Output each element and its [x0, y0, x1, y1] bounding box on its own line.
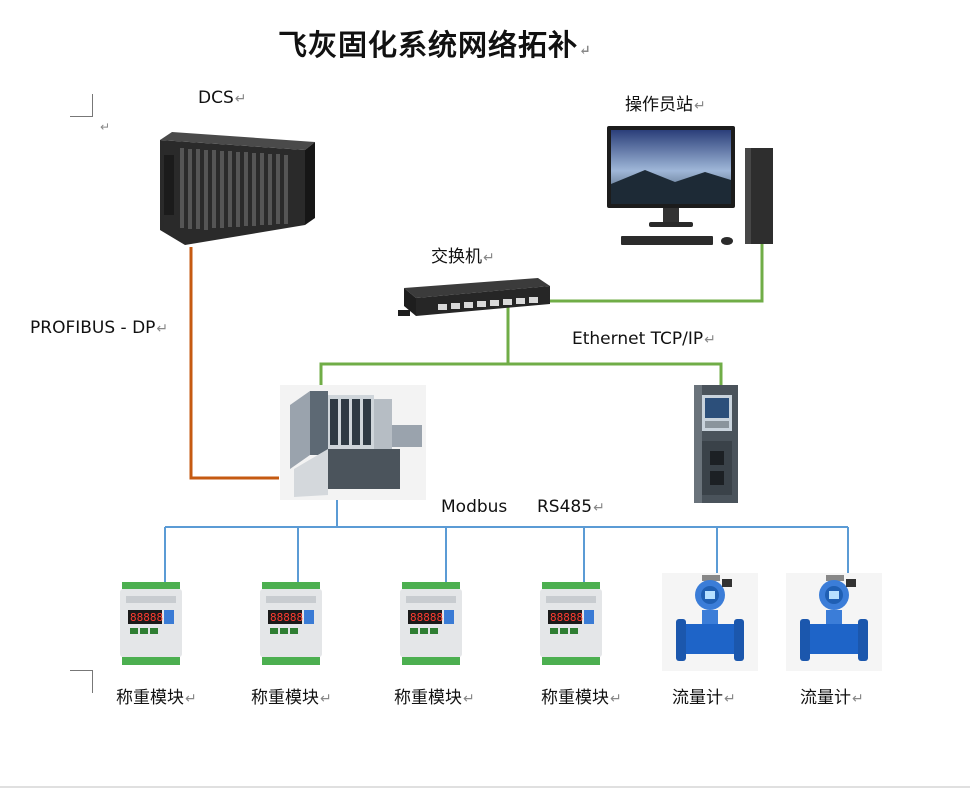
weighing-module-label: 称重模块↵ [541, 688, 622, 708]
weighing-module-icon: 88888 [538, 582, 604, 666]
profibus-label: PROFIBUS - DP↵ [30, 318, 169, 338]
rs485-label: RS485↵ [537, 497, 605, 517]
ethernet-line-pc [545, 228, 764, 303]
modbus-label: Modbus [441, 497, 508, 517]
svg-text:88888: 88888 [130, 611, 163, 624]
page-bottom-rule [0, 786, 970, 788]
svg-text:88888: 88888 [270, 611, 303, 624]
plc-cpu-icon [688, 385, 746, 507]
dcs-cabinet-icon [130, 120, 320, 250]
operator-station-label: 操作员站↵ [625, 95, 706, 115]
flow-meter-label: 流量计↵ [800, 688, 864, 708]
weighing-module-icon: 88888 [398, 582, 464, 666]
profibus-line [189, 247, 279, 480]
remote-io-station-icon [280, 385, 426, 500]
network-switch-icon [398, 266, 554, 326]
switch-label: 交换机↵ [431, 247, 495, 267]
return-mark-margin: ↵ [100, 120, 111, 134]
crop-mark-bottom-left [70, 670, 93, 693]
diagram-title: 飞灰固化系统网络拓补↵ [278, 28, 592, 62]
weighing-module-icon: 88888 [118, 582, 184, 666]
ethernet-label: Ethernet TCP/IP↵ [572, 329, 716, 349]
flow-meter-icon [786, 573, 882, 671]
weighing-module-label: 称重模块↵ [116, 688, 197, 708]
svg-text:88888: 88888 [550, 611, 583, 624]
return-mark: ↵ [579, 43, 592, 59]
dcs-label: DCS↵ [198, 88, 247, 108]
flow-meter-label: 流量计↵ [672, 688, 736, 708]
operator-station-icon [605, 122, 780, 252]
crop-mark-top-left [70, 94, 93, 117]
svg-text:88888: 88888 [410, 611, 443, 624]
weighing-module-label: 称重模块↵ [394, 688, 475, 708]
weighing-module-label: 称重模块↵ [251, 688, 332, 708]
ethernet-line-bus [319, 362, 723, 385]
weighing-module-icon: 88888 [258, 582, 324, 666]
flow-meter-icon [662, 573, 758, 671]
